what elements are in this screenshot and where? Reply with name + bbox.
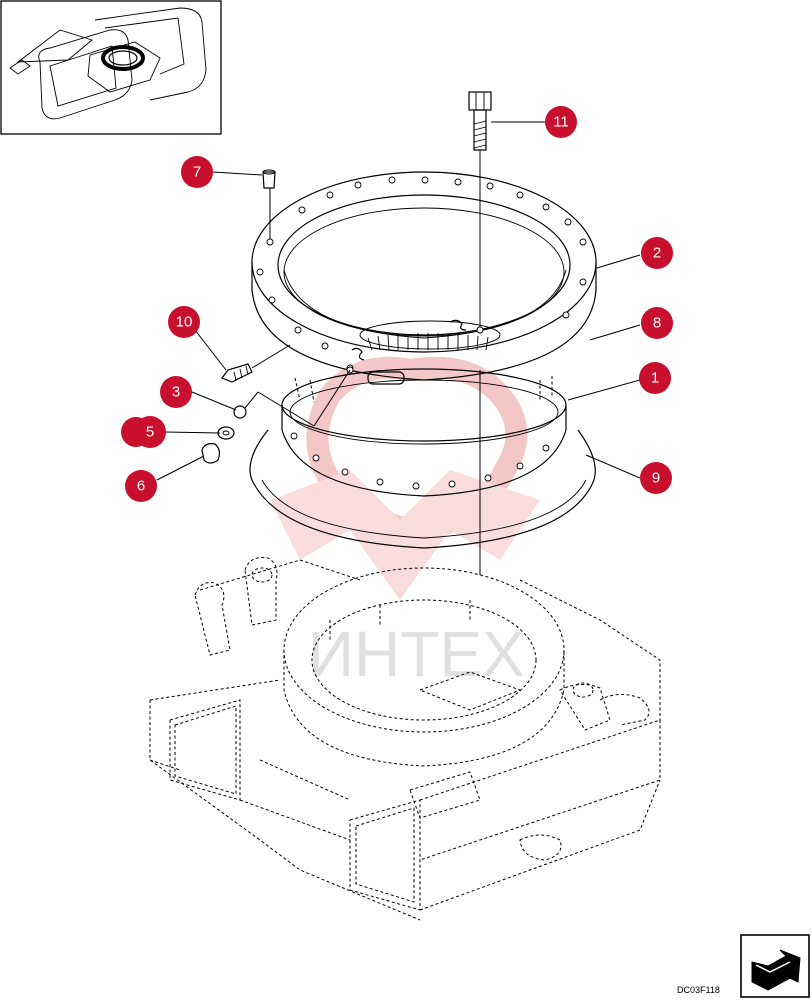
leader-2 bbox=[596, 254, 641, 269]
svg-text:5: 5 bbox=[146, 424, 154, 441]
callout-3[interactable]: 3 bbox=[160, 376, 192, 408]
part-plug-ball[interactable] bbox=[233, 405, 247, 419]
svg-text:9: 9 bbox=[652, 470, 660, 487]
part-plug-cap[interactable] bbox=[201, 443, 221, 464]
leader-10 bbox=[194, 329, 227, 371]
leader-7 bbox=[212, 171, 263, 176]
plug-leader-2 bbox=[257, 391, 315, 427]
part-dowel-pin[interactable] bbox=[262, 169, 276, 189]
svg-text:7: 7 bbox=[193, 164, 201, 181]
leader-5 bbox=[165, 431, 221, 434]
next-page-arrow-icon[interactable] bbox=[740, 934, 810, 998]
callout-10[interactable]: 10 bbox=[168, 306, 200, 338]
callout-1[interactable]: 1 bbox=[639, 362, 671, 394]
svg-text:3: 3 bbox=[172, 384, 180, 401]
svg-text:1: 1 bbox=[651, 370, 659, 387]
part-grease-fitting[interactable] bbox=[221, 344, 291, 383]
part-lower-ring[interactable] bbox=[281, 368, 567, 497]
undercarriage-frame-phantom bbox=[149, 557, 661, 921]
callout-6[interactable]: 6 bbox=[125, 470, 157, 502]
callout-2[interactable]: 2 bbox=[641, 237, 673, 269]
leader-1 bbox=[567, 379, 641, 401]
svg-text:8: 8 bbox=[653, 315, 661, 332]
leader-3 bbox=[191, 391, 237, 411]
callout-5[interactable]: 5 bbox=[121, 416, 166, 448]
plug-leader-3 bbox=[313, 369, 351, 427]
leader-6 bbox=[156, 455, 205, 481]
part-plug-washer[interactable] bbox=[217, 426, 235, 440]
watermark-logo bbox=[270, 356, 540, 600]
callout-11[interactable]: 11 bbox=[545, 106, 577, 138]
callout-7[interactable]: 7 bbox=[181, 156, 213, 188]
drawing-code: DC03F118 bbox=[677, 985, 720, 995]
svg-text:6: 6 bbox=[137, 478, 145, 495]
part-bottom-seal[interactable] bbox=[249, 429, 596, 549]
leader-9 bbox=[585, 454, 641, 479]
leader-8 bbox=[589, 324, 641, 341]
svg-text:2: 2 bbox=[653, 245, 661, 262]
callout-8[interactable]: 8 bbox=[641, 307, 673, 339]
watermark-text: ИНТЕХ bbox=[308, 618, 525, 690]
plug-leader-1 bbox=[244, 391, 259, 409]
part-bolt[interactable] bbox=[468, 91, 492, 151]
part-inner-gear-seal[interactable] bbox=[346, 319, 501, 385]
callout-9[interactable]: 9 bbox=[640, 462, 672, 494]
svg-text:11: 11 bbox=[553, 114, 569, 131]
svg-text:10: 10 bbox=[176, 314, 193, 331]
excavator-locator-thumbnail[interactable] bbox=[0, 0, 222, 135]
